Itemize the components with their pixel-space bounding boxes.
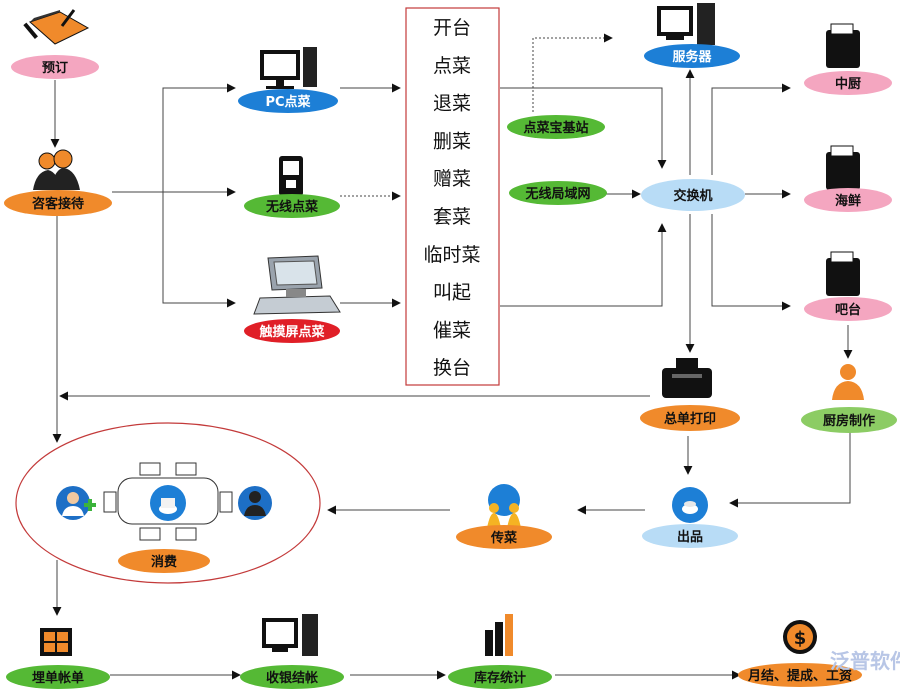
node-checkout: 收银结帐 — [240, 665, 344, 689]
node-serve: 传菜 — [456, 525, 552, 549]
cashier-computer-icon — [262, 614, 318, 656]
edge-switch-chinese — [711, 83, 791, 175]
edge-menu-switch-bottom — [500, 223, 667, 307]
node-switch-label: 交换机 — [673, 188, 712, 204]
node-base-station-label: 点菜宝基站 — [523, 120, 588, 136]
add-user-icon — [56, 486, 96, 520]
node-pc-order-label: PC点菜 — [265, 94, 310, 110]
node-seafood: 海鲜 — [804, 188, 892, 212]
menu-item: 退菜 — [433, 93, 471, 115]
dish-globe-icon — [672, 487, 708, 523]
node-wireless-order-label: 无线点菜 — [265, 199, 318, 215]
menu-item: 换台 — [433, 357, 471, 379]
node-reception-label: 咨客接待 — [32, 196, 84, 212]
edge-to-touch — [162, 192, 236, 308]
kitchen-printer-icon — [826, 23, 860, 68]
edge-make-out — [729, 432, 851, 508]
dollar-sign: $ — [794, 628, 807, 649]
node-touch-order: 触摸屏点菜 — [244, 319, 340, 343]
node-reserve-label: 预订 — [42, 60, 68, 76]
waiter-icon — [238, 486, 272, 520]
node-chinese-kitchen: 中厨 — [804, 71, 892, 95]
people-icon — [33, 149, 80, 190]
menu-item: 催菜 — [433, 319, 471, 341]
bill-board-icon — [40, 628, 72, 656]
menu-item: 赠菜 — [433, 168, 471, 190]
node-wireless-order: 无线点菜 — [244, 194, 340, 218]
node-wlan: 无线局域网 — [509, 181, 607, 205]
bar-printer-icon — [826, 251, 860, 296]
node-kitchen-make: 厨房制作 — [801, 407, 897, 433]
connectors — [50, 33, 853, 680]
node-checkout-label: 收银结帐 — [266, 670, 318, 686]
node-seafood-label: 海鲜 — [835, 193, 861, 209]
dollar-coin-icon — [783, 620, 817, 654]
node-wlan-label: 无线局域网 — [524, 186, 590, 202]
node-bill-request-label: 埋单帐单 — [32, 670, 84, 686]
receipt-printer-icon — [662, 358, 712, 398]
node-dish-out-label: 出品 — [677, 529, 703, 545]
menu-item: 删菜 — [433, 130, 471, 152]
watermark: 泛普软件 — [830, 649, 900, 673]
computer-icon — [260, 47, 317, 89]
edge-to-pc — [162, 83, 236, 192]
node-reserve: 预订 — [11, 55, 99, 79]
node-monthly: 月结、提成、工资 — [738, 663, 862, 687]
node-master-print-label: 总单打印 — [664, 411, 716, 427]
node-bar-label: 吧台 — [835, 302, 861, 318]
node-inventory-label: 库存统计 — [474, 670, 526, 686]
node-inventory: 库存统计 — [448, 665, 552, 689]
node-master-print: 总单打印 — [640, 405, 740, 431]
waiters-icon — [487, 484, 521, 528]
node-server: 服务器 — [644, 44, 740, 68]
edge-menu-switch-top — [500, 87, 667, 169]
node-base-station: 点菜宝基站 — [507, 115, 605, 139]
node-monthly-label: 月结、提成、工资 — [747, 668, 852, 684]
edge-base-server — [532, 33, 613, 112]
node-bill-request: 埋单帐单 — [6, 665, 110, 689]
notebook-pen-icon — [23, 9, 90, 45]
menu-item: 点菜 — [433, 55, 471, 77]
node-bar: 吧台 — [804, 297, 892, 321]
node-touch-order-label: 触摸屏点菜 — [258, 324, 324, 340]
handheld-device-icon — [279, 156, 303, 196]
node-server-label: 服务器 — [672, 49, 712, 65]
node-consume-label: 消费 — [151, 554, 177, 570]
touch-terminal-icon — [253, 255, 341, 315]
chef-icon — [832, 364, 864, 400]
node-kitchen-make-label: 厨房制作 — [823, 413, 875, 429]
node-consume: 消费 — [118, 549, 210, 573]
server-icon — [657, 3, 715, 45]
node-serve-label: 传菜 — [490, 530, 517, 546]
node-chinese-kitchen-label: 中厨 — [835, 76, 861, 92]
menu-item: 套菜 — [433, 206, 471, 228]
edge-switch-bar — [711, 214, 791, 311]
menu-item: 叫起 — [433, 282, 471, 304]
node-pc-order: PC点菜 — [238, 89, 338, 113]
coffee-cup-icon — [150, 485, 186, 521]
node-dish-out: 出品 — [642, 524, 738, 548]
node-reception: 咨客接待 — [4, 190, 112, 216]
node-switch: 交换机 — [641, 179, 745, 211]
bar-chart-icon — [485, 614, 513, 656]
seafood-printer-icon — [826, 145, 860, 190]
menu-item: 开台 — [433, 17, 471, 39]
menu-item: 临时菜 — [423, 244, 480, 266]
